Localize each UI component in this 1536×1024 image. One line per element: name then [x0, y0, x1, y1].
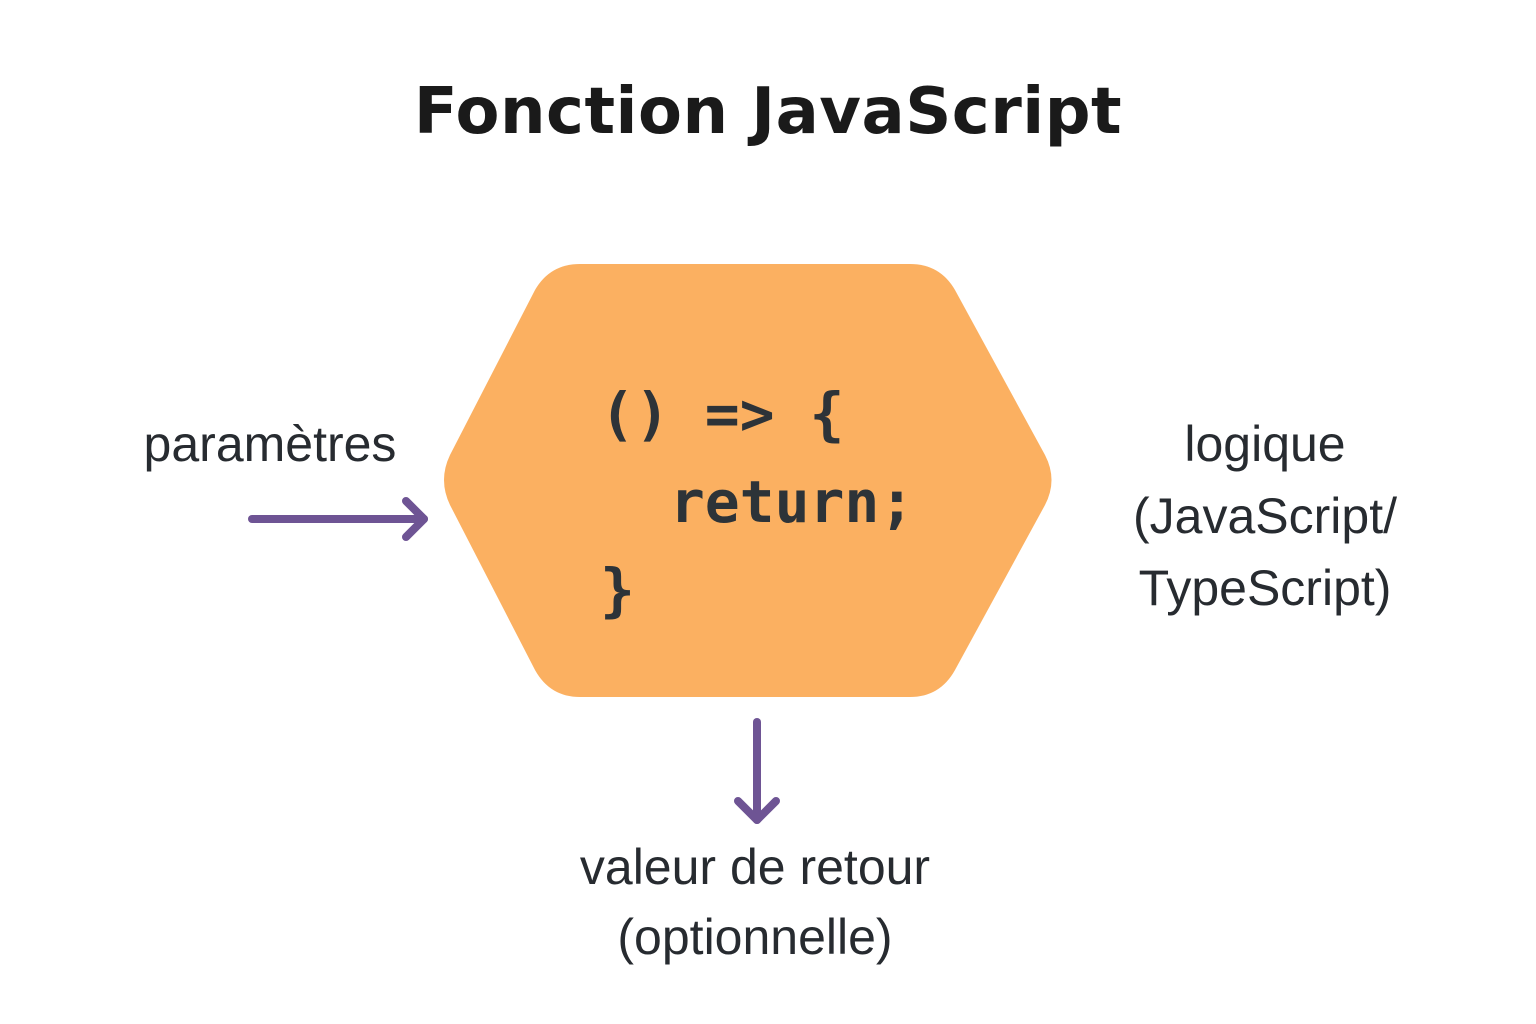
logic-label-line-3: TypeScript) — [1138, 560, 1392, 616]
return-value-label: valeur de retour (optionnelle) — [500, 832, 1010, 972]
logic-label-line-1: logique — [1184, 416, 1346, 472]
code-line-signature: () => { — [600, 380, 845, 448]
code-line-return: return; — [600, 468, 915, 536]
parameters-label: paramètres — [143, 416, 397, 472]
return-label-line-1: valeur de retour — [579, 839, 931, 895]
arrow-right-icon — [248, 497, 428, 541]
arrow-down-icon — [734, 718, 780, 824]
logic-label: logique (JavaScript/ TypeScript) — [1095, 408, 1435, 624]
logic-label-line-2: (JavaScript/ — [1133, 488, 1397, 544]
return-label-line-2: (optionnelle) — [617, 909, 893, 965]
code-line-close: } — [600, 556, 635, 624]
code-snippet: () => { return;} — [600, 370, 914, 634]
diagram-title: Fonction JavaScript — [413, 75, 1123, 149]
function-hexagon — [444, 264, 1052, 697]
